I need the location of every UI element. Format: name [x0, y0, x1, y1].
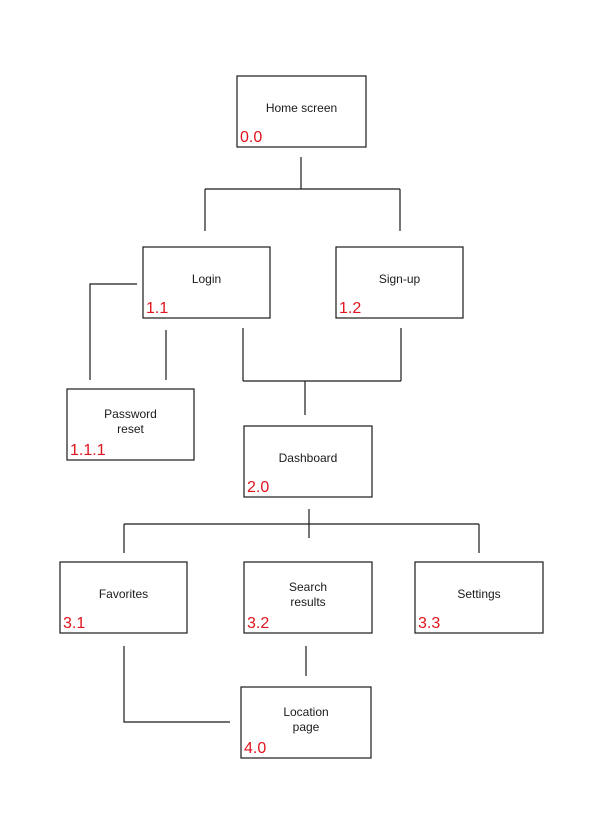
node-box [236, 75, 367, 148]
node-title-line: Location [283, 705, 328, 719]
node-signup: Sign-up 1.2 [335, 246, 464, 319]
node-box [414, 561, 544, 634]
node-box [59, 561, 188, 634]
node-title-line: page [293, 720, 320, 734]
node-settings: Settings 3.3 [414, 561, 544, 634]
node-id: 3.3 [418, 615, 440, 632]
node-title-line: results [290, 595, 325, 609]
node-dashboard: Dashboard 2.0 [243, 425, 373, 498]
node-id: 3.2 [247, 615, 269, 632]
node-title-line: Settings [457, 587, 500, 601]
node-title-line: reset [117, 422, 144, 436]
node-title-line: Favorites [99, 587, 148, 601]
connector-lines [89, 157, 480, 723]
node-box [66, 388, 195, 461]
node-id: 1.1 [146, 300, 168, 317]
connector-favorites-to-location [123, 646, 230, 723]
node-title-line: Dashboard [279, 451, 338, 465]
node-id: 1.1.1 [70, 442, 106, 459]
node-box [243, 425, 373, 498]
node-id: 0.0 [240, 129, 262, 146]
node-id: 3.1 [63, 615, 85, 632]
node-favorites: Favorites 3.1 [59, 561, 188, 634]
node-box [240, 686, 372, 759]
node-box [243, 561, 373, 634]
node-title-line: Home screen [266, 101, 337, 115]
node-id: 2.0 [247, 479, 269, 496]
node-login: Login 1.1 [142, 246, 271, 319]
node-title-line: Search [289, 580, 327, 594]
node-box [335, 246, 464, 319]
node-id: 4.0 [244, 740, 266, 757]
node-title-line: Password [104, 407, 157, 421]
node-title-line: Sign-up [379, 272, 421, 286]
node-box [142, 246, 271, 319]
node-home: Home screen 0.0 [236, 75, 367, 148]
node-id: 1.2 [339, 300, 361, 317]
node-title-line: Login [192, 272, 221, 286]
connector-login-to-reset-left [89, 283, 137, 380]
